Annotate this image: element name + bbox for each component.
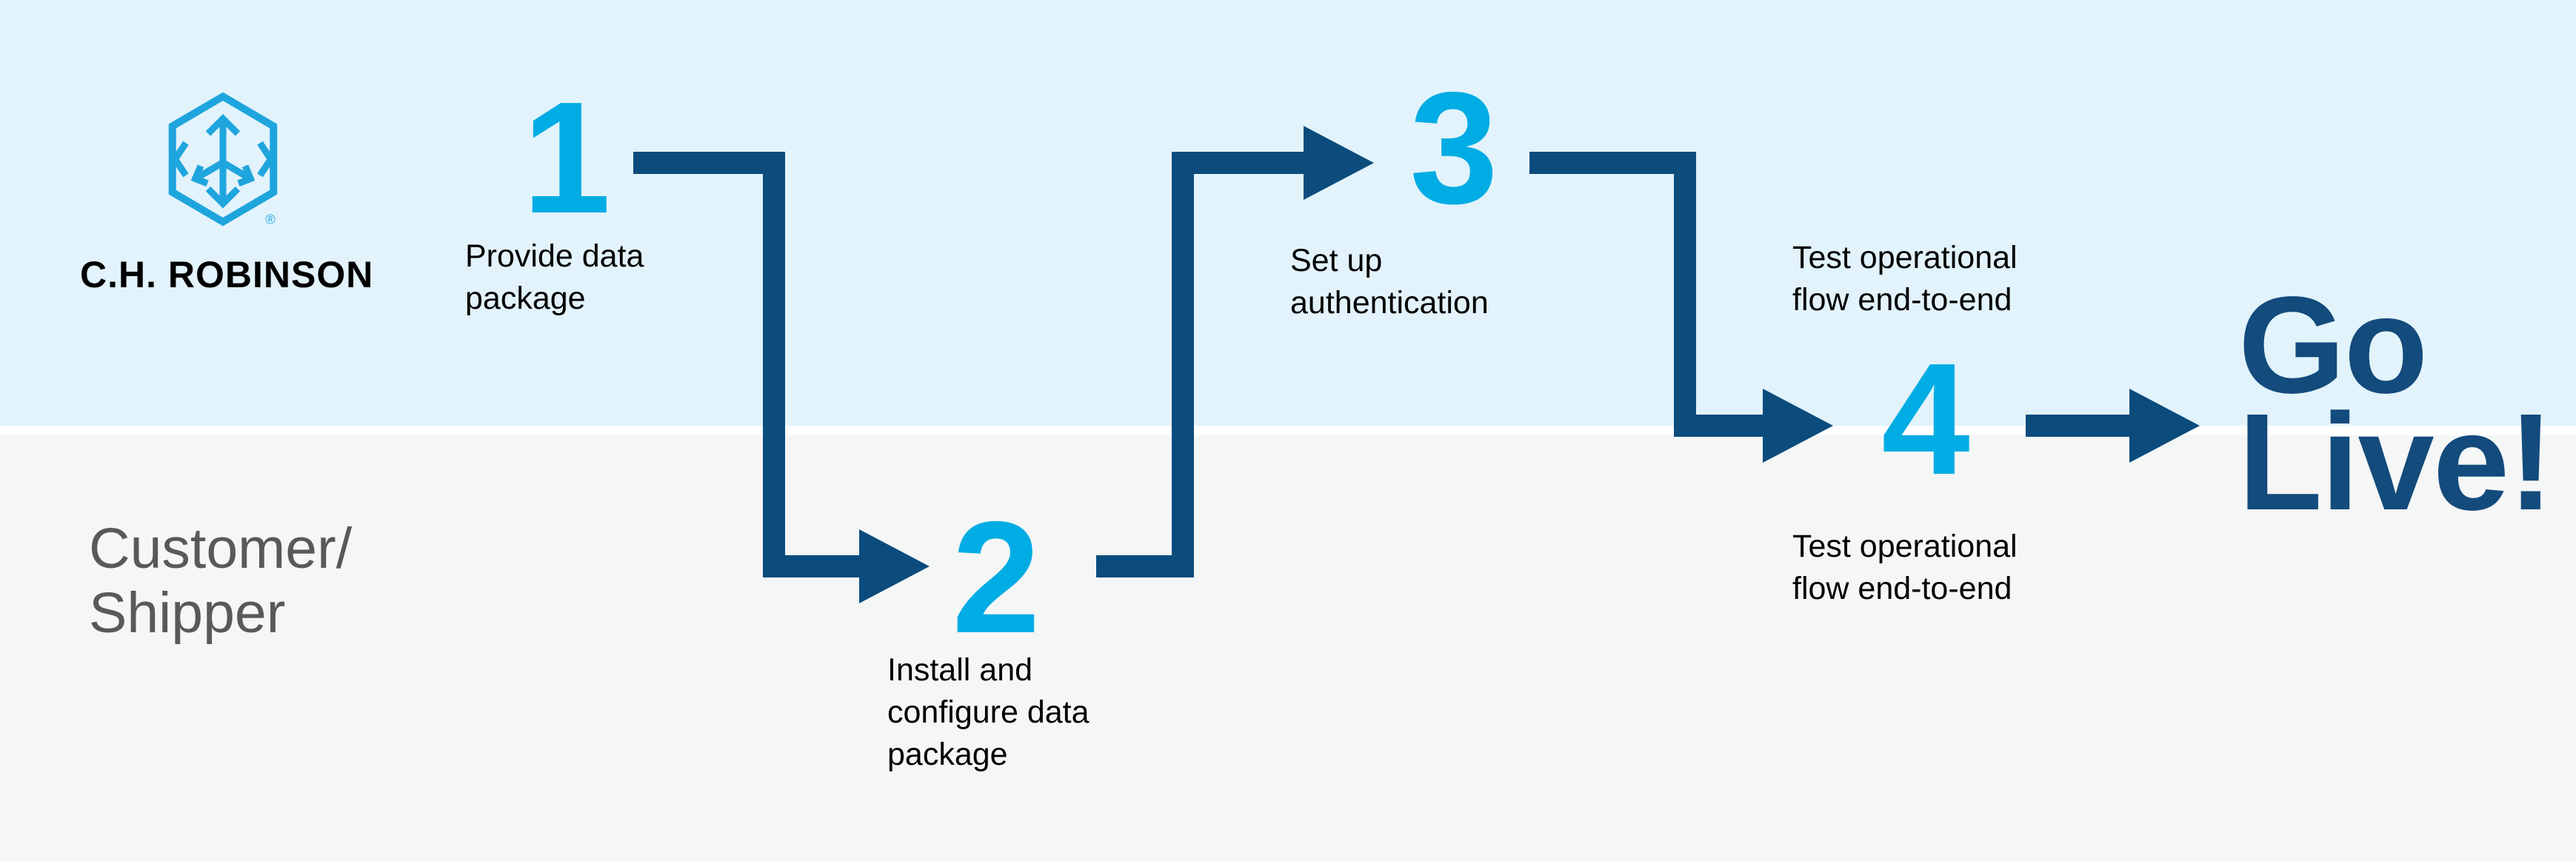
step-1-number: 1 [522, 68, 611, 247]
go-live-text: Go Live! [2238, 269, 2554, 539]
arrow-segment [763, 555, 859, 577]
registered-mark-icon: ® [265, 212, 276, 227]
ch-robinson-logo: ® [164, 92, 281, 227]
ch-robinson-hexagon-icon: ® [168, 92, 278, 227]
arrow-segment [1674, 415, 1763, 437]
arrow-head-icon [2129, 389, 2200, 463]
arrow-head-icon [1304, 126, 1374, 200]
step-4-label-customer: Test operational flow end-to-end [1792, 529, 2018, 606]
arrow-segment [763, 152, 785, 577]
ch-robinson-wordmark: C.H. ROBINSON [80, 254, 374, 295]
arrow-segment [1172, 152, 1304, 174]
step-2-number: 2 [952, 488, 1041, 666]
arrow-segment [633, 152, 785, 174]
step-3-number: 3 [1409, 58, 1498, 237]
lane-divider [0, 426, 2576, 435]
step-1-label: Provide data package [465, 238, 644, 316]
step-3-label: Set up authentication [1290, 243, 1489, 321]
arrow-segment [2026, 415, 2133, 437]
lane-label-customer-shipper: Customer/ Shipper [89, 517, 353, 645]
lane-customer-shipper [0, 435, 2576, 861]
arrow-segment [1529, 152, 1696, 174]
arrow-segment [1172, 152, 1194, 577]
step-4-label-ch-robinson: Test operational flow end-to-end [1792, 240, 2018, 318]
arrow-head-icon [1763, 389, 1833, 463]
step-4-number: 4 [1881, 329, 1970, 508]
arrow-head-icon [859, 529, 930, 603]
step-2-label: Install and configure data package [887, 652, 1090, 772]
arrow-segment [1674, 152, 1696, 437]
lane-ch-robinson [0, 0, 2576, 426]
